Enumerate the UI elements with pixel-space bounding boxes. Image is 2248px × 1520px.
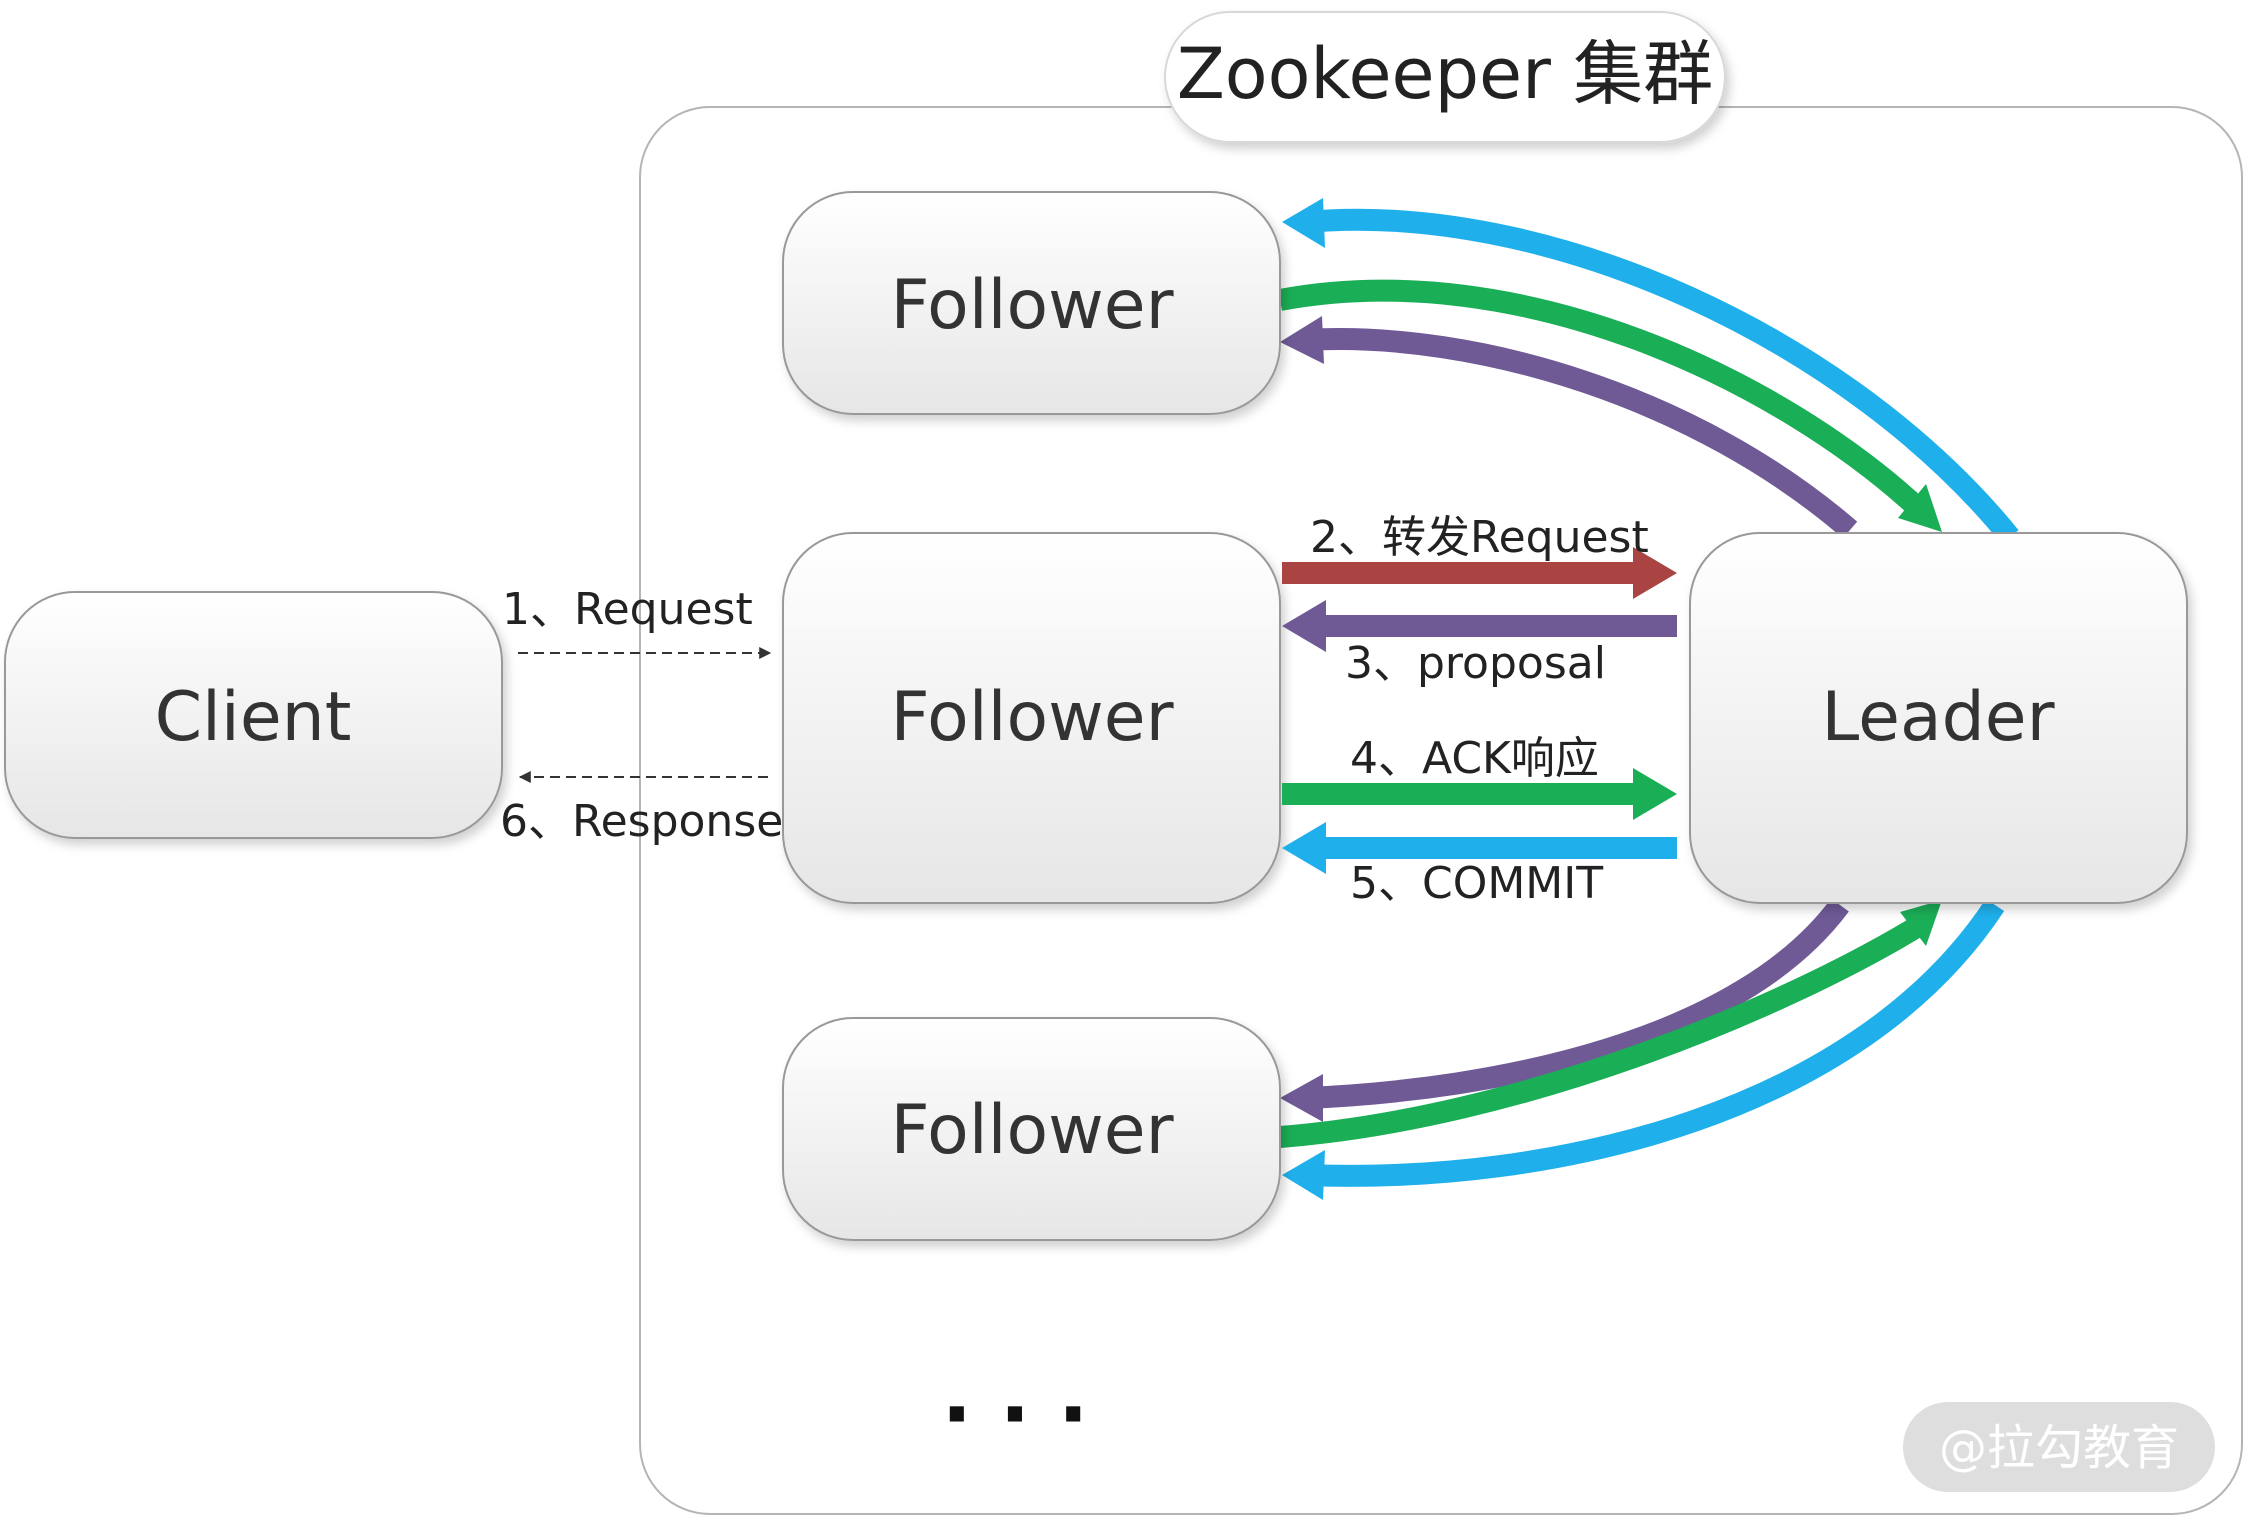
top-follower-arcs bbox=[1277, 198, 2019, 544]
arc-ack-top-head bbox=[1898, 484, 1942, 532]
ack-arrow: 4、ACK响应 bbox=[1282, 733, 1677, 820]
arc-commit-bottom-head bbox=[1282, 1150, 1325, 1200]
follower-mid-label: Follower bbox=[890, 678, 1173, 757]
arc-proposal-top bbox=[1304, 328, 1858, 539]
commit-arrow: 5、COMMIT bbox=[1282, 822, 1677, 909]
watermark: @拉勾教育 bbox=[1903, 1402, 2215, 1492]
ack-label: 4、ACK响应 bbox=[1350, 733, 1599, 784]
client-request-arrow: 1、Request bbox=[502, 584, 772, 659]
bottom-follower-arcs bbox=[1279, 898, 2005, 1200]
arc-commit-top-head bbox=[1282, 198, 1325, 248]
cluster-title: Zookeeper 集群 bbox=[1164, 11, 1726, 143]
proposal-arrow: 3、proposal bbox=[1282, 600, 1677, 689]
arc-proposal-bottom-head bbox=[1280, 1074, 1323, 1122]
forward-request-arrow: 2、转发Request bbox=[1282, 512, 1677, 599]
response-label: 6、Response bbox=[500, 796, 783, 847]
arc-proposal-bottom bbox=[1304, 898, 1849, 1109]
arc-ack-bottom bbox=[1279, 915, 1926, 1148]
leader-node: Leader bbox=[1689, 532, 2188, 904]
follower-bottom-node: Follower bbox=[782, 1017, 1281, 1241]
forward-request-label: 2、转发Request bbox=[1310, 512, 1649, 563]
more-followers-ellipsis: · · · bbox=[942, 1368, 1089, 1461]
arc-proposal-top-head bbox=[1280, 316, 1324, 364]
follower-mid-node: Follower bbox=[782, 532, 1281, 904]
arc-ack-bottom-head bbox=[1900, 900, 1942, 946]
arc-ack-top bbox=[1277, 279, 1928, 519]
follower-top-label: Follower bbox=[890, 266, 1173, 345]
follower-bottom-label: Follower bbox=[890, 1091, 1173, 1170]
follower-top-node: Follower bbox=[782, 191, 1281, 415]
leader-label: Leader bbox=[1821, 678, 2054, 757]
cluster-title-pill bbox=[1164, 11, 1726, 143]
client-node: Client bbox=[4, 591, 503, 839]
arc-commit-bottom bbox=[1304, 898, 2005, 1187]
client-label: Client bbox=[155, 678, 352, 757]
proposal-label: 3、proposal bbox=[1345, 638, 1606, 689]
watermark-pill bbox=[1903, 1402, 2215, 1492]
commit-label: 5、COMMIT bbox=[1350, 858, 1603, 909]
arc-commit-top bbox=[1304, 208, 2019, 544]
cluster-title-text: Zookeeper 集群 bbox=[1177, 33, 1713, 115]
request-label: 1、Request bbox=[502, 584, 753, 635]
watermark-text: @拉勾教育 bbox=[1939, 1420, 2179, 1476]
client-response-arrow: 6、Response bbox=[500, 771, 783, 847]
